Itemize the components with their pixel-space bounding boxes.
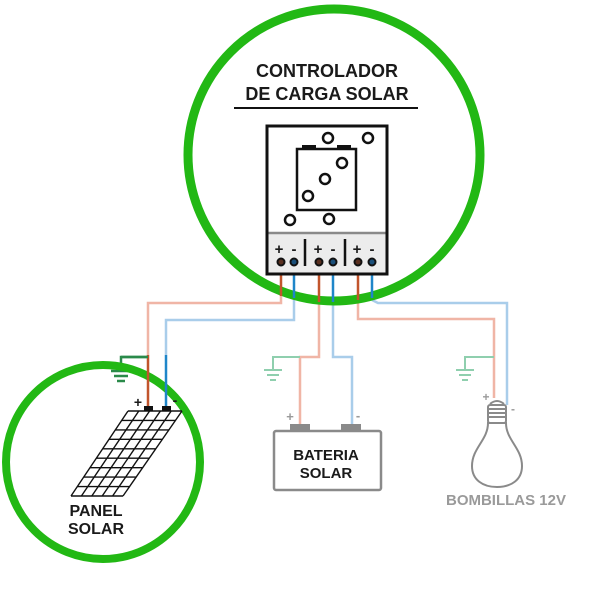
wire-battery-positive-light <box>298 300 321 425</box>
battery-label-line1: BATERIA <box>293 447 359 464</box>
panel-grid-line <box>80 410 140 497</box>
controller-terminal-strip <box>268 232 386 273</box>
indicator-light <box>361 131 375 145</box>
terminal-bulb-minus-sign: - <box>370 241 375 258</box>
terminal-panel-plus-sign: + <box>275 241 284 258</box>
panel-highlight-circle <box>2 361 204 563</box>
panel-label-line2: SOLAR <box>68 521 124 538</box>
wire-bulb-negative-light <box>371 298 509 405</box>
battery-icon <box>295 145 358 212</box>
wire-panel-negative-light <box>164 292 296 355</box>
indicator-light <box>283 213 297 227</box>
terminal-panel-minus-sign: - <box>292 241 297 258</box>
wire-battery-negative-light <box>331 300 354 425</box>
bulb-minus-sign: - <box>511 402 515 416</box>
battery-label-line2: SOLAR <box>300 465 353 482</box>
terminal-screw[interactable] <box>276 257 286 267</box>
solar-battery: + - BATERIA SOLAR <box>272 408 383 492</box>
battery-terminal-negative <box>341 424 361 432</box>
solar-panel-icon <box>70 410 183 497</box>
ground-bulb <box>456 356 494 381</box>
panel-grid-line <box>70 410 129 497</box>
panel-grid-line <box>101 410 161 497</box>
wires-light <box>146 292 509 425</box>
indicator-light <box>318 172 332 186</box>
terminal-screw[interactable] <box>328 257 338 267</box>
terminal-screw[interactable] <box>367 257 377 267</box>
light-bulb-icon <box>470 400 524 489</box>
terminal-screw[interactable] <box>289 257 299 267</box>
controller-label-line1: CONTROLADOR <box>256 61 398 81</box>
battery-minus-sign: - <box>356 408 360 423</box>
ground-battery <box>264 356 300 381</box>
controller-indicator-lights <box>283 131 375 227</box>
panel-label-line1: PANEL <box>69 503 122 520</box>
panel-grid-line <box>91 410 151 497</box>
battery-plus-sign: + <box>286 409 294 424</box>
terminal-battery-plus-sign: + <box>314 241 323 258</box>
indicator-light <box>322 212 336 226</box>
panel-grid-line <box>122 410 183 497</box>
battery-terminal-positive <box>290 424 310 432</box>
terminal-bulb-plus-sign: + <box>353 241 362 258</box>
charge-controller: + - + - + - <box>265 124 389 276</box>
battery-body <box>272 429 383 492</box>
panel-terminal-negative <box>162 406 171 411</box>
indicator-light <box>321 131 335 145</box>
bulb-label: BOMBILLAS 12V <box>446 492 566 509</box>
wire-panel-positive-light <box>146 292 283 355</box>
terminal-battery-minus-sign: - <box>331 241 336 258</box>
terminal-screws <box>276 257 377 267</box>
terminal-screw[interactable] <box>314 257 324 267</box>
panel-minus-sign: - <box>173 392 178 408</box>
panel-grid-line <box>112 410 172 497</box>
controller-label-line2: DE CARGA SOLAR <box>245 84 408 104</box>
bulb-plus-sign: + <box>482 390 489 404</box>
panel-plus-sign: + <box>134 394 142 410</box>
indicator-light <box>301 189 315 203</box>
terminal-screw[interactable] <box>353 257 363 267</box>
panel-terminal-positive <box>144 406 153 411</box>
indicator-light <box>335 156 349 170</box>
wire-bulb-positive-light <box>356 300 496 398</box>
